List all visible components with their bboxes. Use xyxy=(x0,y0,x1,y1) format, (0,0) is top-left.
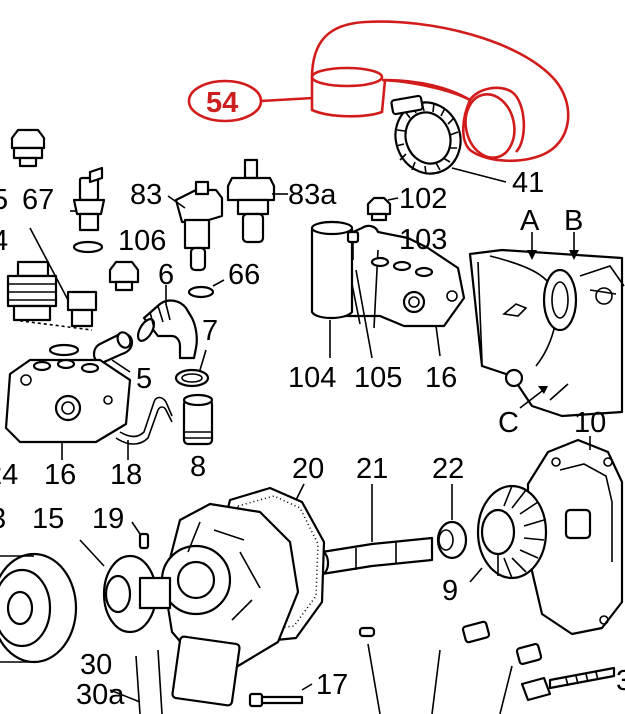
shaft-21 xyxy=(314,484,434,576)
thermostat-104 xyxy=(310,220,354,358)
bolt-center-1 xyxy=(431,620,491,714)
callout-30a: 30a xyxy=(76,679,125,711)
fitting-4 xyxy=(6,260,80,357)
callout-10: 10 xyxy=(574,407,606,439)
callout-5-top: 5 xyxy=(0,184,8,216)
plug-102 xyxy=(366,196,399,222)
callout-66: 66 xyxy=(228,259,260,291)
arrow-C xyxy=(519,386,548,409)
hose-54 xyxy=(310,20,570,163)
lead-lines-bottom-left xyxy=(109,649,163,714)
callout-83a: 83a xyxy=(288,179,337,211)
sensor-83 xyxy=(167,180,224,272)
callout-6: 6 xyxy=(158,259,174,291)
washer-66 xyxy=(187,279,225,299)
hose-5 xyxy=(92,331,134,373)
thermostat-housing-16-center xyxy=(324,224,466,329)
callout-7: 7 xyxy=(202,315,218,347)
cover-plate-10 xyxy=(526,436,624,636)
bolt-center-2 xyxy=(499,642,543,714)
callout-83: 83 xyxy=(130,179,162,211)
pulley-3 xyxy=(0,552,78,664)
callout-5: 5 xyxy=(136,363,152,395)
callout-21: 21 xyxy=(356,453,388,485)
elbow-6 xyxy=(136,285,198,360)
seal-22 xyxy=(436,484,468,560)
plug-106 xyxy=(108,260,140,292)
callout-102: 102 xyxy=(399,183,447,215)
callout-105: 105 xyxy=(354,362,402,394)
callout-54-bubble xyxy=(187,79,314,123)
callout-16-left: 16 xyxy=(44,459,76,491)
hose-clamp-41 xyxy=(390,94,507,183)
callout-17: 17 xyxy=(316,669,348,701)
cap-top-left xyxy=(10,128,46,168)
callout-16-center: 16 xyxy=(425,362,457,394)
callout-15: 15 xyxy=(32,503,64,535)
sensor-67 xyxy=(70,166,106,254)
screw-19 xyxy=(131,521,150,550)
callout-20: 20 xyxy=(292,453,324,485)
fitting-4b xyxy=(29,227,98,328)
water-pump-body xyxy=(160,502,300,707)
screw-105 xyxy=(346,230,441,359)
hose-8 xyxy=(182,393,214,446)
callout-4-left: 4 xyxy=(0,225,8,257)
bypass-tube-18 xyxy=(115,396,173,460)
pin-small xyxy=(358,626,381,714)
engine-block-section xyxy=(468,248,625,418)
callout-103: 103 xyxy=(399,224,447,256)
callout-3-left: 3 xyxy=(0,503,6,535)
thermostat-housing-16-left xyxy=(4,358,132,460)
impeller-9 xyxy=(469,484,548,583)
sensor-83a xyxy=(226,158,288,244)
callout-3-right: 3 xyxy=(616,665,625,697)
callout-24: 24 xyxy=(0,459,18,491)
clamp-7 xyxy=(174,349,210,388)
callout-104: 104 xyxy=(288,362,336,394)
arrow-A xyxy=(527,232,537,260)
callout-9: 9 xyxy=(442,575,458,607)
arrow-B xyxy=(569,232,579,260)
callout-18: 18 xyxy=(110,459,142,491)
callout-54: 54 xyxy=(206,87,238,119)
callout-A: A xyxy=(520,205,540,237)
callout-41: 41 xyxy=(512,167,544,199)
callout-30: 30 xyxy=(80,649,112,681)
callout-C: C xyxy=(498,407,519,439)
callout-B: B xyxy=(564,205,583,237)
callout-67: 67 xyxy=(22,184,54,216)
dashed-guide-left xyxy=(13,319,93,331)
hub-15 xyxy=(79,539,172,634)
callout-22: 22 xyxy=(432,453,464,485)
callout-19: 19 xyxy=(92,503,124,535)
callout-106: 106 xyxy=(118,225,166,257)
bolt-17 xyxy=(248,683,313,708)
bolt-long-3 xyxy=(520,666,616,702)
callout-8: 8 xyxy=(190,451,206,483)
